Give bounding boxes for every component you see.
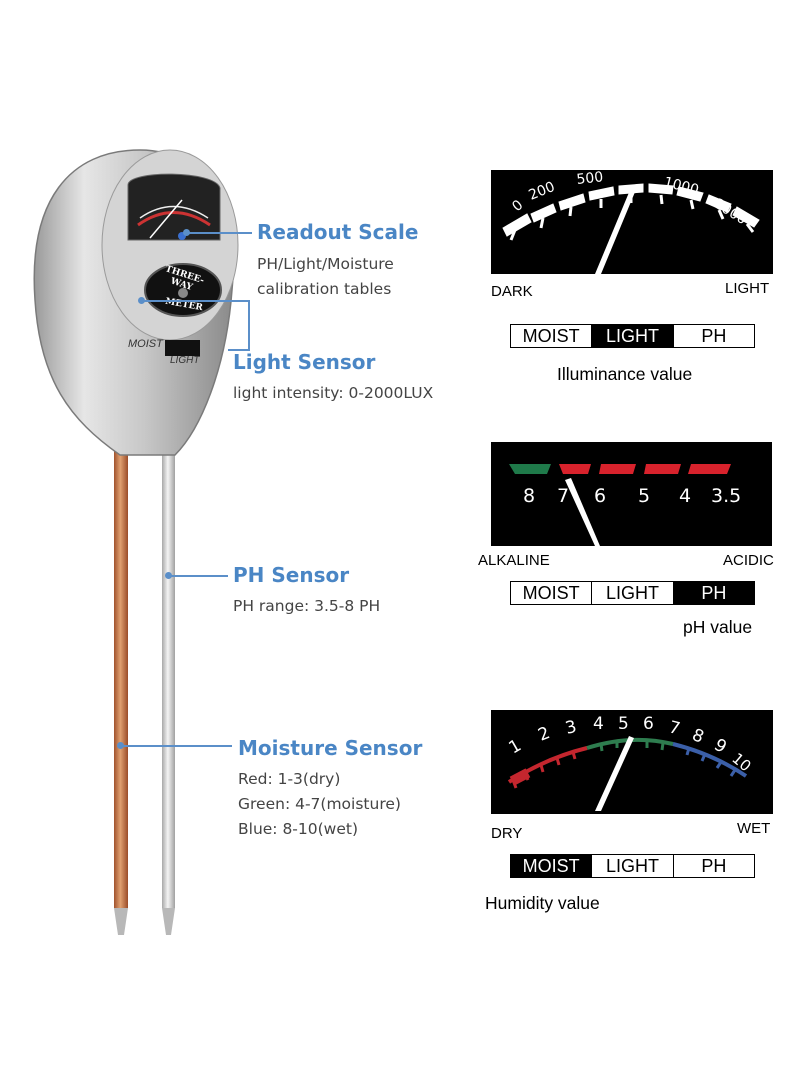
ph-tick-6: 6	[594, 485, 606, 507]
ph-title: PH Sensor	[233, 563, 350, 587]
light-tick-0: 0	[509, 197, 526, 215]
ph-desc: PH range: 3.5-8 PH	[233, 597, 381, 615]
ph-tick-4: 4	[679, 485, 691, 507]
ph-caption: pH value	[683, 617, 753, 637]
moisture-gauge-panel: 1 2 3 4 5 6 7 8 9 10	[491, 710, 773, 814]
light-tick-2000: 2000	[711, 196, 750, 228]
moisture-tick-4: 4	[593, 714, 604, 734]
ph-tick-3-5: 3.5	[711, 485, 741, 507]
moisture-tick-1: 1	[506, 736, 525, 759]
moisture-tick-5: 5	[618, 714, 629, 734]
moisture-title: Moisture Sensor	[238, 736, 423, 760]
moisture-mode-selector: MOIST LIGHT PH	[510, 854, 755, 878]
moisture-mode-light[interactable]: LIGHT	[592, 855, 674, 877]
ph-band-alkaline	[509, 464, 551, 474]
moisture-arc-wet	[672, 742, 748, 778]
steel-probe	[162, 430, 175, 908]
ph-mode-selector: MOIST LIGHT PH	[510, 581, 755, 605]
moisture-left-label: DRY	[491, 825, 523, 842]
moisture-desc-2: Green: 4-7(moisture)	[238, 795, 401, 813]
ph-band-acidic-1	[559, 464, 591, 474]
moisture-mode-moist[interactable]: MOIST	[511, 855, 593, 877]
ph-needle	[565, 478, 600, 546]
light-tick-200: 200	[527, 179, 558, 204]
light-leader-v	[248, 300, 250, 350]
ph-mode-ph[interactable]: PH	[673, 582, 754, 604]
ph-dot	[165, 572, 172, 579]
soil-meter-illustration	[33, 149, 239, 935]
light-left-label: DARK	[491, 283, 533, 300]
moisture-mode-ph[interactable]: PH	[701, 855, 727, 876]
moisture-tick-8: 8	[689, 725, 707, 748]
light-right-label: LIGHT	[725, 280, 770, 297]
light-title: Light Sensor	[233, 350, 376, 374]
moisture-caption: Humidity value	[485, 893, 600, 913]
light-leader-h2	[228, 349, 250, 351]
light-mode-ph[interactable]: PH	[701, 325, 727, 346]
ph-tick-5: 5	[638, 485, 650, 507]
ph-right-label: ACIDIC	[723, 552, 774, 569]
light-caption: Illuminance value	[557, 364, 693, 384]
light-mode-moist[interactable]: MOIST	[511, 325, 593, 347]
ph-tick-7: 7	[557, 485, 569, 507]
readout-desc-1: PH/Light/Moisture	[257, 255, 394, 273]
ph-mode-moist[interactable]: MOIST	[511, 582, 593, 604]
ph-mode-light[interactable]: LIGHT	[592, 582, 674, 604]
readout-leader	[188, 232, 252, 234]
readout-desc-2: calibration tables	[257, 280, 392, 298]
light-leader-h1	[143, 300, 249, 302]
moisture-right-label: WET	[737, 820, 771, 837]
light-needle	[595, 190, 635, 274]
ph-tick-8: 8	[523, 485, 535, 507]
moisture-desc-1: Red: 1-3(dry)	[238, 770, 341, 788]
readout-dot	[183, 229, 190, 236]
light-mode-selector: MOIST LIGHT PH	[510, 324, 755, 348]
moisture-tick-2: 2	[535, 723, 553, 746]
light-gauge-panel: 0 200 500 1000 2000	[491, 169, 773, 274]
light-mode-light[interactable]: LIGHT	[592, 325, 674, 347]
moisture-tick-7: 7	[667, 717, 682, 739]
ph-leader	[170, 575, 228, 577]
copper-probe	[114, 430, 128, 908]
moisture-tick-3: 3	[563, 717, 578, 739]
light-tick-500: 500	[576, 170, 604, 188]
moisture-dot	[117, 742, 124, 749]
readout-title: Readout Scale	[257, 220, 419, 244]
moisture-leader	[122, 745, 232, 747]
moisture-tick-6: 6	[643, 714, 654, 734]
meter-switch-moist[interactable]: MOIST	[128, 338, 163, 350]
light-desc: light intensity: 0-2000LUX	[233, 384, 434, 402]
moisture-tick-9: 9	[711, 735, 730, 758]
light-dot	[138, 297, 145, 304]
ph-left-label: ALKALINE	[478, 552, 550, 569]
meter-switch-light[interactable]: LIGHT	[170, 355, 200, 366]
moisture-desc-3: Blue: 8-10(wet)	[238, 820, 359, 838]
moisture-needle	[595, 736, 634, 811]
ph-gauge-panel: 8 7 6 5 4 3.5	[491, 442, 772, 546]
